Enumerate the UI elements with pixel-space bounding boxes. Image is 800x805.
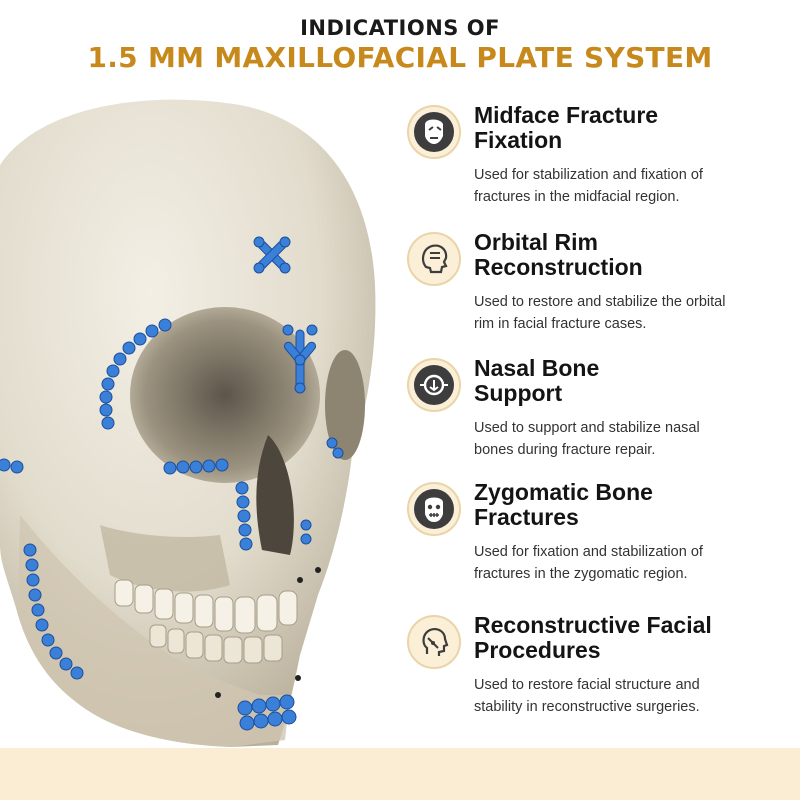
upper-teeth: [114, 579, 298, 634]
item-description: Used for fixation and stabilization of f…: [474, 544, 703, 582]
skull-illustration: [0, 95, 380, 800]
screws: [215, 567, 321, 698]
lower-teeth: [149, 624, 283, 664]
skull-image: [0, 99, 376, 748]
item-title: Nasal Bone Support: [474, 355, 600, 406]
item-title: Orbital Rim Reconstruction: [474, 229, 643, 280]
facial-reconstruction-icon: [407, 615, 461, 669]
nasal-bone-icon: [407, 358, 461, 412]
item-description: Used to restore and stabilize the orbita…: [474, 294, 726, 332]
item-title: Reconstructive Facial Procedures: [474, 612, 712, 663]
header-title-line1: INDICATIONS OF: [300, 16, 500, 40]
mandible-shape: [18, 515, 290, 747]
item-title: Zygomatic Bone Fractures: [474, 479, 653, 530]
item-title: Midface Fracture Fixation: [474, 102, 659, 153]
orbital-rim-icon: [407, 232, 461, 286]
item-description: Used to restore facial structure and sta…: [474, 677, 700, 715]
midface-fracture-icon: [407, 105, 461, 159]
eye-socket: [130, 307, 320, 483]
item-description: Used for stabilization and fixation of f…: [474, 167, 703, 205]
fixation-plates: [0, 236, 344, 731]
bottom-band: [0, 748, 800, 800]
eye-socket-far: [325, 350, 365, 460]
item-description: Used to support and stabilize nasal bone…: [474, 420, 700, 458]
zygomatic-bone-icon: [407, 482, 461, 536]
nasal-cavity: [256, 435, 294, 555]
header-title-line2: 1.5 MM MAXILLOFACIAL PLATE SYSTEM: [87, 41, 713, 74]
